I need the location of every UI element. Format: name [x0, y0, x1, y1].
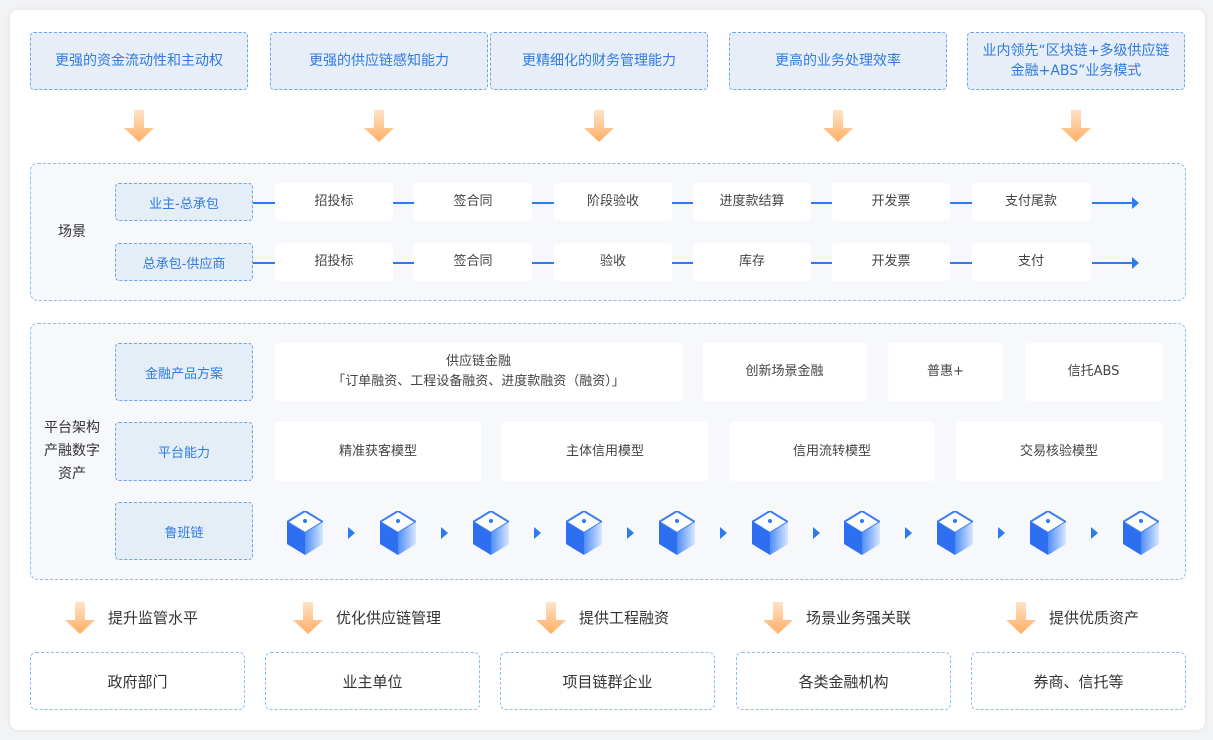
connector-line: [532, 202, 554, 204]
capability-box: 交易核验模型: [956, 422, 1162, 481]
benefit-box: 更强的供应链感知能力: [270, 32, 488, 90]
outcome-label: 场景业务强关联: [806, 609, 912, 627]
blockchain-cube-icon: [470, 509, 511, 555]
scene-title: 场景: [58, 224, 86, 240]
chain-arrow-icon: [440, 527, 448, 539]
platform-title-line: 资产: [58, 466, 86, 482]
finance-label: 金融产品方案: [115, 343, 253, 401]
scene-step: 开发票: [832, 243, 950, 281]
connector-line: [532, 262, 554, 264]
blockchain-cube-icon: [285, 509, 325, 555]
blockchain-cube-icon: [935, 509, 976, 555]
blockchain-cube-icon: [1028, 509, 1069, 555]
chain-arrow-icon: [719, 527, 727, 539]
scene-step: 签合同: [414, 243, 532, 281]
blockchain-cube-icon: [656, 509, 697, 555]
connector-line: [672, 262, 693, 264]
scene-step: 签合同: [414, 183, 532, 221]
finance-product-title: 创新场景金融: [745, 364, 824, 379]
down-arrow-icon: [1006, 602, 1036, 634]
scene-step: 库存: [693, 243, 811, 281]
finance-product-box: 信托ABS: [1025, 343, 1162, 401]
scene-row-label: 业主-总承包: [115, 183, 253, 221]
finance-product-box: 普惠+: [888, 343, 1003, 401]
scene-step: 开发票: [832, 183, 950, 221]
scene-step: 招投标: [275, 243, 393, 281]
finance-product-title: 普惠+: [927, 364, 964, 379]
down-arrow-icon: [65, 602, 95, 634]
blockchain-cube-icon: [1121, 509, 1162, 555]
connector-line: [950, 262, 972, 264]
stakeholder-box: 业主单位: [265, 652, 480, 710]
chain-arrow-icon: [533, 527, 541, 539]
benefit-box: 更精细化的财务管理能力: [490, 32, 708, 90]
connector-line: [393, 202, 414, 204]
down-arrow-icon: [584, 110, 614, 142]
benefit-box: 更强的资金流动性和主动权: [30, 32, 248, 90]
down-arrow-icon: [293, 602, 323, 634]
scene-step: 阶段验收: [554, 183, 672, 221]
connector-line: [393, 262, 414, 264]
outcome-label: 优化供应链管理: [336, 609, 442, 627]
flow-arrow-head-icon: [1132, 197, 1139, 209]
stakeholder-box: 各类金融机构: [736, 652, 951, 710]
down-arrow-icon: [364, 110, 394, 142]
connector-line: [672, 202, 693, 204]
chain-arrow-icon: [1091, 527, 1099, 539]
chain-arrow-icon: [905, 527, 913, 539]
stakeholder-box: 券商、信托等: [971, 652, 1186, 710]
stakeholder-box: 政府部门: [30, 652, 245, 710]
capability-label: 平台能力: [115, 422, 253, 481]
platform-title-line: 平台架构: [44, 420, 100, 436]
down-arrow-icon: [124, 110, 154, 142]
outcome-label: 提升监管水平: [108, 609, 199, 627]
connector-line: [950, 202, 972, 204]
capability-box: 主体信用模型: [502, 422, 708, 481]
chain-arrow-icon: [812, 527, 820, 539]
connector-line: [253, 262, 275, 264]
capability-box: 信用流转模型: [729, 422, 935, 481]
scene-step: 验收: [554, 243, 672, 281]
benefit-box: 业内领先“区块链+多级供应链金融+ABS”业务模式: [967, 32, 1185, 90]
down-arrow-icon: [763, 602, 793, 634]
scene-step: 支付尾款: [972, 183, 1090, 221]
stakeholder-box: 项目链群企业: [500, 652, 715, 710]
down-arrow-icon: [536, 602, 566, 634]
scene-step: 招投标: [275, 183, 393, 221]
chain-arrow-icon: [998, 527, 1006, 539]
finance-product-subtitle: 「订单融资、工程设备融资、进度款融资（融资）」: [332, 374, 625, 389]
chain-arrow-icon: [348, 527, 355, 539]
chain-arrow-icon: [626, 527, 634, 539]
connector-line: [811, 262, 832, 264]
outcome-label: 提供工程融资: [579, 609, 670, 627]
finance-product-title: 信托ABS: [1067, 364, 1120, 379]
scene-step: 支付: [972, 243, 1090, 281]
platform-title-line: 产融数字: [44, 443, 100, 459]
scene-row-label: 总承包-供应商: [115, 243, 253, 281]
outcome-label: 提供优质资产: [1049, 609, 1140, 627]
flow-arrow-line: [1092, 202, 1132, 204]
connector-line: [253, 202, 275, 204]
finance-product-box: 创新场景金融: [703, 343, 866, 401]
flow-arrow-head-icon: [1132, 257, 1139, 269]
benefit-box: 更高的业务处理效率: [729, 32, 947, 90]
down-arrow-icon: [823, 110, 853, 142]
down-arrow-icon: [1061, 110, 1091, 142]
blockchain-cube-icon: [842, 509, 883, 555]
finance-product-title: 供应链金融: [445, 354, 511, 369]
scene-step: 进度款结算: [693, 183, 811, 221]
flow-arrow-line: [1092, 262, 1132, 264]
blockchain-cube-icon: [377, 509, 418, 555]
blockchain-cube-icon: [749, 509, 790, 555]
chain-label: 鲁班链: [115, 502, 253, 560]
finance-product-box: 供应链金融「订单融资、工程设备融资、进度款融资（融资）」: [275, 343, 682, 401]
blockchain-cube-icon: [563, 509, 604, 555]
connector-line: [811, 202, 832, 204]
capability-box: 精准获客模型: [275, 422, 481, 481]
